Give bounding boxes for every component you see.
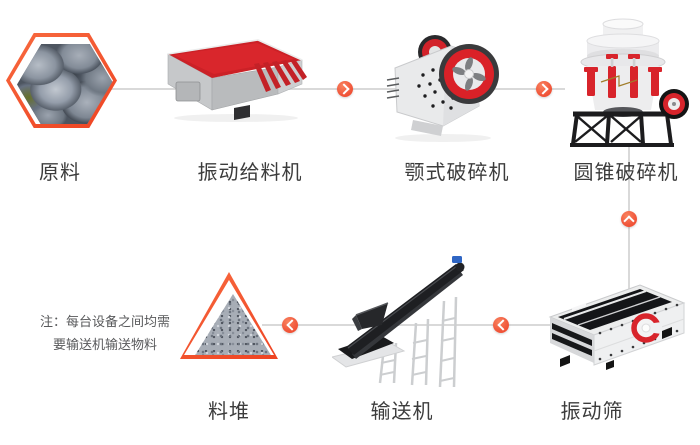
label-cone-crusher: 圆锥破碎机 <box>573 162 679 184</box>
chevron-left-icon <box>286 319 298 331</box>
feeder-motor <box>175 81 201 102</box>
cone-crusher-illustration <box>570 18 689 147</box>
raw-rock-photo <box>17 44 113 124</box>
triangle-border <box>184 280 274 355</box>
connector-line-bottom <box>262 324 608 326</box>
note-line-2: 要输送机输送物料 <box>52 336 157 352</box>
production-note: 注：每台设备之间均需 要输送机输送物料 <box>22 311 188 357</box>
vibrator-wheel <box>631 313 662 343</box>
head-pulley-motor <box>452 256 465 272</box>
cone-top <box>580 18 666 110</box>
screen-feet <box>560 327 672 370</box>
grizzly-bars <box>254 59 307 92</box>
front-flywheel <box>439 44 499 104</box>
node-stockpile <box>180 272 278 359</box>
chevron-up-icon <box>623 215 635 227</box>
inclined-belt <box>346 264 464 359</box>
flow-arrow-conveyor-to-pile <box>282 317 298 333</box>
hydraulic-cylinders <box>584 54 662 98</box>
conveyor-illustration <box>332 256 465 388</box>
feeder-foot <box>234 105 250 120</box>
support-frame <box>570 111 674 147</box>
jaw-crusher-illustration <box>386 35 499 142</box>
screen-left-end <box>550 317 594 363</box>
label-stockpile: 料堆 <box>208 401 250 423</box>
label-raw-material: 原料 <box>39 162 81 184</box>
hexagon-border <box>10 37 113 124</box>
feeder-body <box>167 39 307 120</box>
connector-line-top <box>100 88 565 90</box>
label-jaw-crusher: 颚式破碎机 <box>404 162 510 184</box>
flow-arrow-jaw-to-cone <box>536 81 552 97</box>
gravel-pile-photo <box>192 294 274 355</box>
feed-hopper <box>352 302 389 331</box>
chevron-left-icon <box>497 319 509 331</box>
drive-pulley <box>659 89 689 119</box>
flow-arrow-feeder-to-jaw <box>337 81 353 97</box>
vibrating-screen-illustration <box>548 284 686 370</box>
flow-arrow-screen-to-cone <box>621 211 637 227</box>
label-vibrating-feeder: 振动给料机 <box>197 162 303 184</box>
label-conveyor: 输送机 <box>370 401 434 423</box>
label-vibrating-screen: 振动筛 <box>560 401 624 423</box>
chevron-right-icon <box>537 83 549 95</box>
flow-arrow-screen-to-conveyor <box>493 317 509 333</box>
toggle-springs <box>386 77 400 99</box>
node-raw-material <box>6 33 117 128</box>
vibrating-feeder-illustration <box>167 39 307 122</box>
chevron-right-icon <box>338 83 350 95</box>
note-line-1: 注：每台设备之间均需 <box>39 314 170 329</box>
